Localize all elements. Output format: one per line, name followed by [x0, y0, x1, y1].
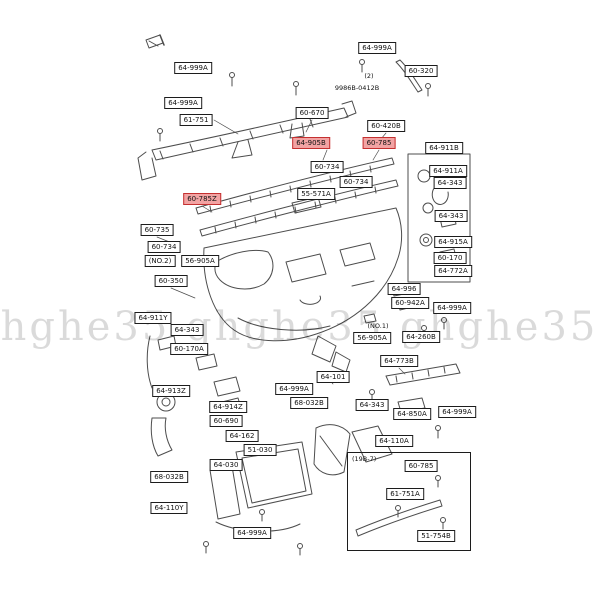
part-label: 55-571A [297, 188, 335, 200]
fastener-icons [157, 59, 447, 556]
crossmember-beam-art [137, 100, 357, 181]
inset-variant-box: (19B-7) [347, 452, 471, 551]
part-label: 64-911A [429, 165, 467, 177]
part-label: 60-420B [367, 120, 405, 132]
part-label: 64-773B [380, 355, 418, 367]
part-label: 64-999A [164, 97, 202, 109]
part-label: 60-734 [339, 176, 373, 188]
part-label: 64-110A [375, 435, 413, 447]
part-label: 64-996 [387, 283, 421, 295]
part-label: 60-170A [170, 343, 208, 355]
part-label: 51-754B [417, 530, 455, 542]
dashboard-body-art [203, 207, 403, 373]
part-label: 61-751A [386, 488, 424, 500]
part-label: 60-670 [295, 107, 329, 119]
part-label: 51-030 [243, 444, 277, 456]
part-label: (NO.2) [144, 255, 176, 267]
part-label-highlighted: 60-785Z [183, 193, 221, 205]
inset-title: (19B-7) [352, 455, 377, 463]
part-label: 64-343 [355, 399, 389, 411]
part-label-highlighted: 64-905B [292, 137, 330, 149]
part-label: 64-110Y [150, 502, 188, 514]
part-label: 64-850A [393, 408, 431, 420]
part-label: 64-915A [434, 236, 472, 248]
part-label: 64-999A [358, 42, 396, 54]
part-label: 56-905A [181, 255, 219, 267]
part-label: 64-772A [434, 265, 472, 277]
part-label: (2) [364, 72, 374, 80]
part-label: 60-350 [154, 275, 188, 287]
part-label: 64-911B [425, 142, 463, 154]
part-label: 64-911Y [134, 312, 172, 324]
part-label: 64-999A [275, 383, 313, 395]
part-label: 60-734 [310, 161, 344, 173]
part-label: 64-913Z [152, 385, 190, 397]
cowl-strip-art [195, 157, 399, 237]
part-label: 56-905A [353, 332, 391, 344]
part-label: 60-942A [391, 297, 429, 309]
inset-strip-art [355, 475, 446, 537]
part-label: 60-690 [209, 415, 243, 427]
part-label: 60-735 [140, 224, 174, 236]
part-label: 64-101 [316, 371, 350, 383]
part-label: (NO.1) [367, 322, 389, 330]
part-label: 64-914Z [209, 401, 247, 413]
part-label: 9986B-0412B [334, 84, 380, 92]
part-label: 60-320 [404, 65, 438, 77]
part-label: 64-999A [233, 527, 271, 539]
part-label: 60-785 [404, 460, 438, 472]
part-label-highlighted: 60-785 [362, 137, 396, 149]
part-label: 64-999A [438, 406, 476, 418]
part-label: 64-030 [209, 459, 243, 471]
part-label: 64-343 [434, 210, 468, 222]
direction-flag-icon [145, 34, 165, 49]
part-label: 68-032B [290, 397, 328, 409]
part-label: 64-343 [170, 324, 204, 336]
part-label: 60-734 [147, 241, 181, 253]
part-label: 61-751 [179, 114, 213, 126]
part-label: 64-999A [433, 302, 471, 314]
part-label: 64-260B [402, 331, 440, 343]
part-label: 64-162 [225, 430, 259, 442]
part-label: 64-343 [433, 177, 467, 189]
part-label: 68-032B [150, 471, 188, 483]
part-label: 64-999A [174, 62, 212, 74]
part-label: 60-170 [433, 252, 467, 264]
